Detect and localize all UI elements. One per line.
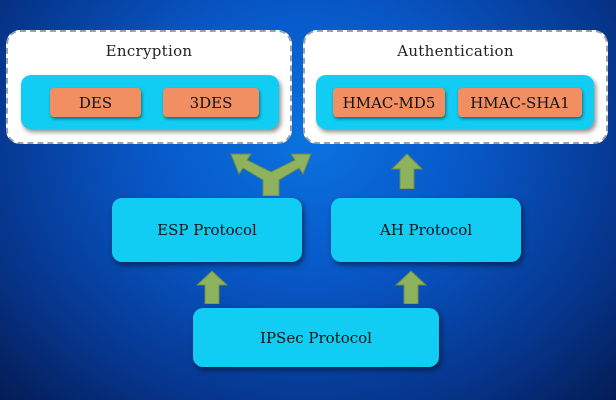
encryption-track: DES 3DES bbox=[21, 75, 279, 129]
encryption-panel: Encryption DES 3DES bbox=[6, 30, 292, 144]
3des-box: 3DES bbox=[163, 88, 259, 117]
up-arrow-ah bbox=[391, 153, 423, 189]
authentication-title: Authentication bbox=[397, 42, 514, 60]
hmac-sha1-box: HMAC-SHA1 bbox=[458, 88, 582, 117]
up-arrow-ipsec-ah bbox=[395, 270, 427, 304]
encryption-title: Encryption bbox=[105, 42, 193, 60]
split-arrow bbox=[230, 153, 312, 196]
authentication-track: HMAC-MD5 HMAC-SHA1 bbox=[316, 75, 594, 129]
des-box: DES bbox=[50, 88, 141, 117]
ipsec-protocol-box: IPSec Protocol bbox=[193, 308, 439, 367]
hmac-md5-box: HMAC-MD5 bbox=[333, 88, 445, 117]
esp-protocol-box: ESP Protocol bbox=[112, 198, 302, 262]
up-arrow-esp bbox=[196, 270, 228, 304]
authentication-panel: Authentication HMAC-MD5 HMAC-SHA1 bbox=[303, 30, 608, 144]
ah-protocol-box: AH Protocol bbox=[331, 198, 521, 262]
